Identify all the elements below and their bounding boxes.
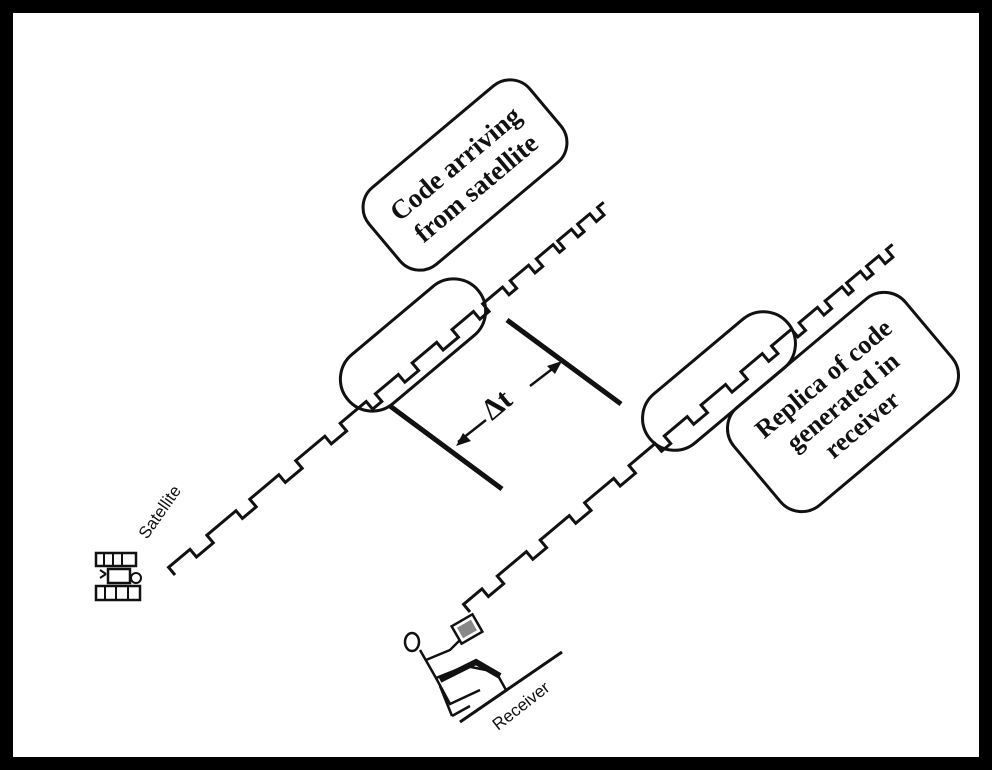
satellite-code-highlight	[327, 266, 498, 424]
replica-callout: Replica of code generated in receiver	[716, 281, 970, 523]
satellite-label: Satellite	[135, 482, 185, 542]
replica-code-highlight	[629, 299, 808, 464]
receiver-label: Receiver	[489, 678, 554, 734]
receiver-figure-icon	[405, 614, 562, 722]
delta-t-label: Δt	[475, 383, 518, 427]
delta-t-marker: Δt	[390, 320, 621, 489]
satellite-icon	[96, 553, 141, 600]
satellite-code-wave	[169, 202, 611, 575]
code-arriving-callout: Code arriving from satellite	[352, 69, 577, 281]
